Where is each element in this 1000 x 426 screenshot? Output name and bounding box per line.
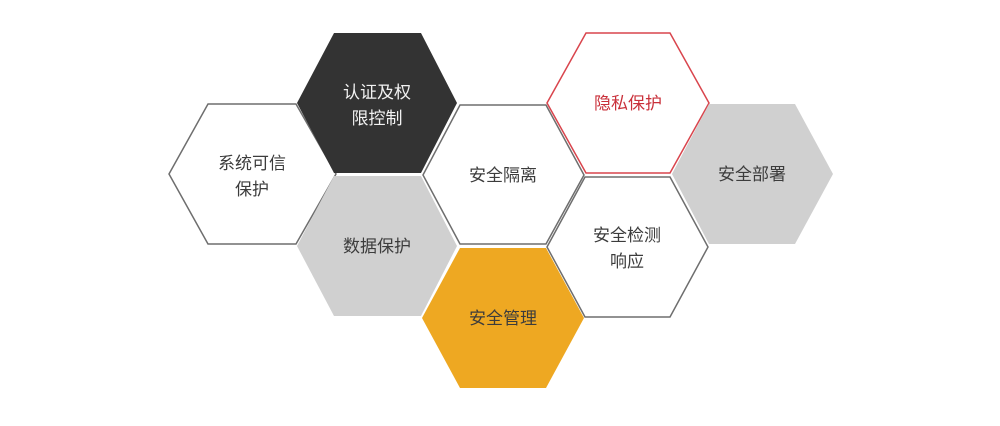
hex-privacy-protection: 隐私保护 <box>546 32 710 174</box>
hex-label: 系统可信 <box>218 154 286 174</box>
hex-label: 数据保护 <box>343 237 411 257</box>
hex-detection-response: 安全检测 响应 <box>546 176 709 318</box>
hex-system-trust: 系统可信 保护 <box>168 103 337 245</box>
hex-label: 安全部署 <box>718 165 786 185</box>
hex-security-management: 安全管理 <box>422 248 584 388</box>
hex-label: 隐私保护 <box>594 94 662 114</box>
hex-label: 安全检测 <box>593 226 661 246</box>
hex-data-protection: 数据保护 <box>297 176 457 316</box>
hex-label: 保护 <box>235 180 269 200</box>
hex-label: 认证及权 <box>343 83 411 103</box>
hex-label: 安全管理 <box>469 309 537 329</box>
hex-label: 限控制 <box>352 109 403 129</box>
hex-label: 响应 <box>610 252 644 272</box>
hex-label: 安全隔离 <box>469 166 537 186</box>
hex-security-isolation: 安全隔离 <box>422 104 585 245</box>
hex-security-deployment: 安全部署 <box>672 104 833 244</box>
hex-auth-access: 认证及权 限控制 <box>297 33 457 173</box>
